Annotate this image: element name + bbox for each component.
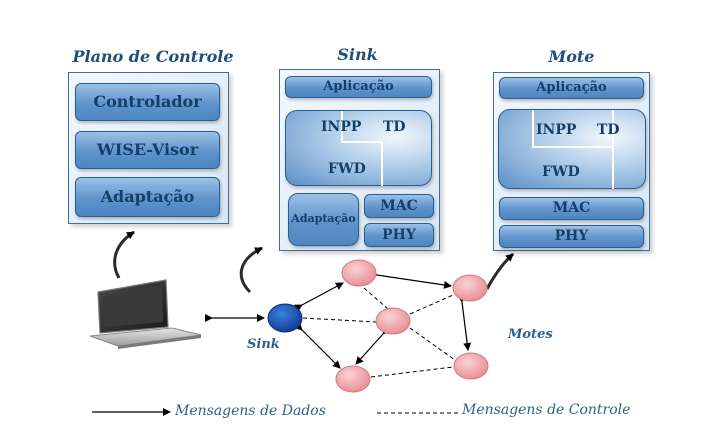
sink-td-label: TD [383, 119, 406, 135]
sink-mac-label: MAC [380, 198, 418, 214]
laptop-icon [89, 279, 202, 349]
sink-node [267, 303, 303, 333]
mote-td-label: TD [597, 122, 620, 138]
mote-title: Mote [548, 47, 595, 66]
sink-aplicacao-block: Aplicação [285, 76, 432, 98]
ctrl-sink-center [302, 317, 377, 323]
ctrl-center-right [409, 294, 454, 315]
sink-node-label: Sink [247, 337, 280, 352]
sink-phy-label: PHY [382, 227, 416, 243]
mote-aplicacao-label: Aplicação [536, 80, 607, 95]
legend-control-text: Mensagens de Controle [462, 402, 631, 418]
sink-fwd-label: FWD [328, 161, 366, 177]
sink-inpp-label: INPP [321, 119, 362, 135]
sink-panel: Aplicação INPP TD FWD Adaptação MAC PHY [279, 69, 440, 251]
sink-routing-block: INPP TD FWD [285, 110, 432, 186]
sink-adaptacao-block: Adaptação [288, 193, 359, 246]
sink-adaptacao-label: Adaptação [291, 212, 356, 225]
sink-mac-block: MAC [364, 194, 434, 218]
link-mote-right-bottomright [457, 294, 472, 351]
sink-divider-v2 [381, 141, 383, 186]
adaptacao-label: Adaptação [100, 187, 195, 206]
controlador-label: Controlador [93, 92, 202, 111]
mote-node-right [452, 274, 488, 302]
mote-aplicacao-block: Aplicação [499, 77, 644, 99]
mote-panel: Aplicação INPP TD FWD MAC PHY [493, 72, 650, 251]
controlador-block: Controlador [75, 83, 220, 121]
link-mote-center-bottom [355, 326, 391, 365]
mote-node-top [341, 259, 377, 287]
sink-phy-block: PHY [364, 223, 434, 247]
sink-divider-h [341, 141, 381, 143]
wise-visor-label: WISE-Visor [96, 140, 199, 159]
sink-divider-v1 [341, 111, 343, 141]
mote-node-bottomright [453, 352, 489, 380]
sink-title: Sink [337, 45, 378, 64]
mote-divider-h [532, 146, 612, 148]
mote-inpp-label: INPP [536, 122, 577, 138]
mote-divider-v2 [612, 110, 614, 189]
legend-data-text: Mensagens de Dados [175, 403, 326, 419]
mote-node-bottom [335, 365, 371, 393]
ctrl-bottom-bottomright [370, 366, 454, 378]
sink-aplicacao-label: Aplicação [323, 79, 394, 94]
wise-visor-block: WISE-Visor [75, 131, 220, 169]
link-sink-mote-top [293, 282, 344, 312]
link-mote-top-right [369, 270, 452, 289]
curved-arrow-sink [239, 246, 263, 294]
mote-divider-v1 [532, 110, 534, 146]
curved-arrow-control [113, 230, 135, 279]
motes-label: Motes [508, 327, 553, 342]
mote-phy-label: PHY [554, 228, 589, 244]
mote-fwd-label: FWD [542, 164, 580, 180]
mote-node-center [375, 307, 411, 335]
ctrl-top-center [363, 287, 389, 310]
ctrl-center-bottomright [409, 327, 456, 361]
control-plane-title: Plano de Controle [72, 47, 234, 66]
curved-arrow-mote [485, 252, 515, 290]
mote-mac-block: MAC [499, 197, 644, 220]
mote-phy-block: PHY [499, 225, 644, 248]
adaptacao-block: Adaptação [75, 177, 220, 217]
link-sink-mote-bottom [294, 322, 341, 369]
mote-routing-block: INPP TD FWD [498, 109, 646, 189]
mote-mac-label: MAC [552, 200, 591, 216]
control-plane-panel: Controlador WISE-Visor Adaptação [68, 72, 229, 224]
